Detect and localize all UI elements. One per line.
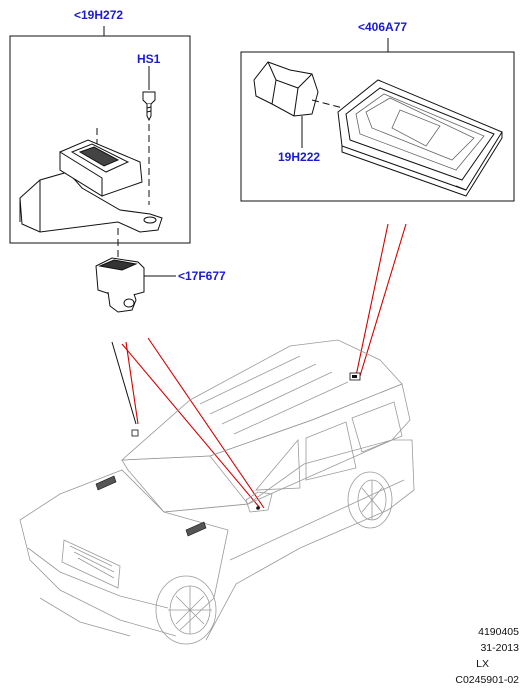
callout-camera: <17F677 <box>178 269 226 283</box>
callout-bracket: <19H272 <box>74 8 124 22</box>
leader-lines <box>111 223 407 509</box>
date-code: 31-2013 <box>480 642 519 654</box>
sensor-19h222-drawing <box>253 61 367 148</box>
housing-406a77-drawing <box>337 79 503 197</box>
ref-number: 4190405 <box>478 626 519 638</box>
camera-17f677-drawing <box>95 228 176 313</box>
housing-detail-panel <box>240 38 515 202</box>
vehicle-outline <box>19 339 415 645</box>
illustration-code: C0245901-02 <box>455 674 519 686</box>
callout-sensor: 19H222 <box>278 150 321 164</box>
screw-hs1-drawing <box>142 66 156 205</box>
bracket-19h272-drawing <box>19 128 163 233</box>
variant-code: LX <box>476 658 489 670</box>
callout-housing: <406A77 <box>358 20 408 34</box>
bracket-detail-panel <box>9 26 191 244</box>
callout-screw: HS1 <box>137 52 161 66</box>
